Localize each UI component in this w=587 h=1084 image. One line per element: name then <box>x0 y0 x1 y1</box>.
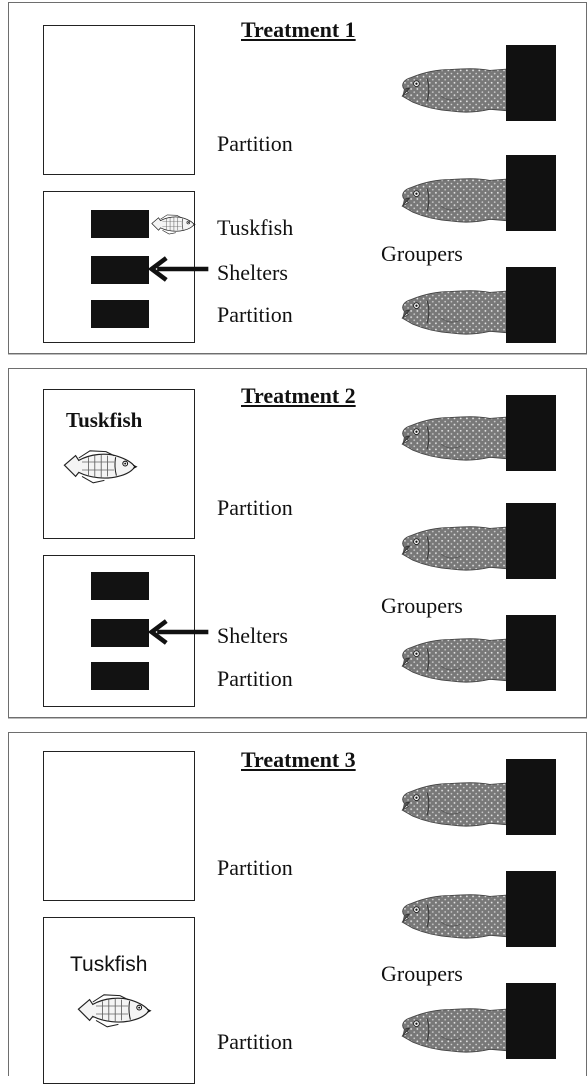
grouper-icon <box>397 775 512 831</box>
tuskfish-compartment: Tuskfish <box>43 917 195 1084</box>
grouper-icon <box>397 1001 512 1057</box>
shelter <box>91 210 149 238</box>
shelter <box>91 572 149 600</box>
treatment-3-panel: Treatment 3 Tuskfish Partition Groupers … <box>8 732 587 1076</box>
partition-label: Partition <box>217 133 293 155</box>
grouper-shelter-block <box>506 267 556 343</box>
treatment-title: Treatment 3 <box>241 749 356 771</box>
grouper-icon <box>397 283 512 339</box>
grouper-shelter-block <box>506 759 556 835</box>
grouper-icon <box>397 631 512 687</box>
groupers-label: Groupers <box>381 963 463 985</box>
shelters-label: Shelters <box>217 262 288 284</box>
tuskfish-compartment: Tuskfish <box>43 389 195 539</box>
tuskfish-label: Tuskfish <box>70 954 147 975</box>
shelter <box>91 256 149 284</box>
shelter <box>91 619 149 647</box>
partition-label: Partition <box>217 1031 293 1053</box>
tuskfish-label: Tuskfish <box>66 410 142 431</box>
left-arrow-icon <box>148 254 212 284</box>
groupers-label: Groupers <box>381 595 463 617</box>
top-compartment <box>43 25 195 175</box>
groupers-label: Groupers <box>381 243 463 265</box>
left-arrow-icon <box>148 617 212 647</box>
grouper-shelter-block <box>506 983 556 1059</box>
tuskfish-icon <box>148 212 196 236</box>
grouper-shelter-block <box>506 155 556 231</box>
shelter <box>91 300 149 328</box>
treatment-2-panel: Treatment 2 Tuskfish Partition Groupers … <box>8 368 587 718</box>
grouper-shelter-block <box>506 395 556 471</box>
grouper-shelter-block <box>506 871 556 947</box>
tuskfish-label: Tuskfish <box>217 217 293 239</box>
tuskfish-icon <box>72 990 152 1030</box>
tuskfish-icon <box>58 446 138 486</box>
shelters-label: Shelters <box>217 625 288 647</box>
grouper-icon <box>397 171 512 227</box>
grouper-icon <box>397 519 512 575</box>
grouper-icon <box>397 61 512 117</box>
grouper-shelter-block <box>506 503 556 579</box>
shelter-compartment <box>43 191 195 343</box>
grouper-icon <box>397 887 512 943</box>
partition-label: Partition <box>217 304 293 326</box>
partition-label: Partition <box>217 668 293 690</box>
partition-label: Partition <box>217 497 293 519</box>
treatment-title: Treatment 1 <box>241 19 356 41</box>
treatment-title: Treatment 2 <box>241 385 356 407</box>
top-compartment <box>43 751 195 901</box>
grouper-shelter-block <box>506 45 556 121</box>
grouper-icon <box>397 409 512 465</box>
shelter <box>91 662 149 690</box>
treatment-1-panel: Treatment 1 Partition Tuskfish Shelters … <box>8 2 587 354</box>
partition-label: Partition <box>217 857 293 879</box>
shelter-compartment <box>43 555 195 707</box>
grouper-shelter-block <box>506 615 556 691</box>
